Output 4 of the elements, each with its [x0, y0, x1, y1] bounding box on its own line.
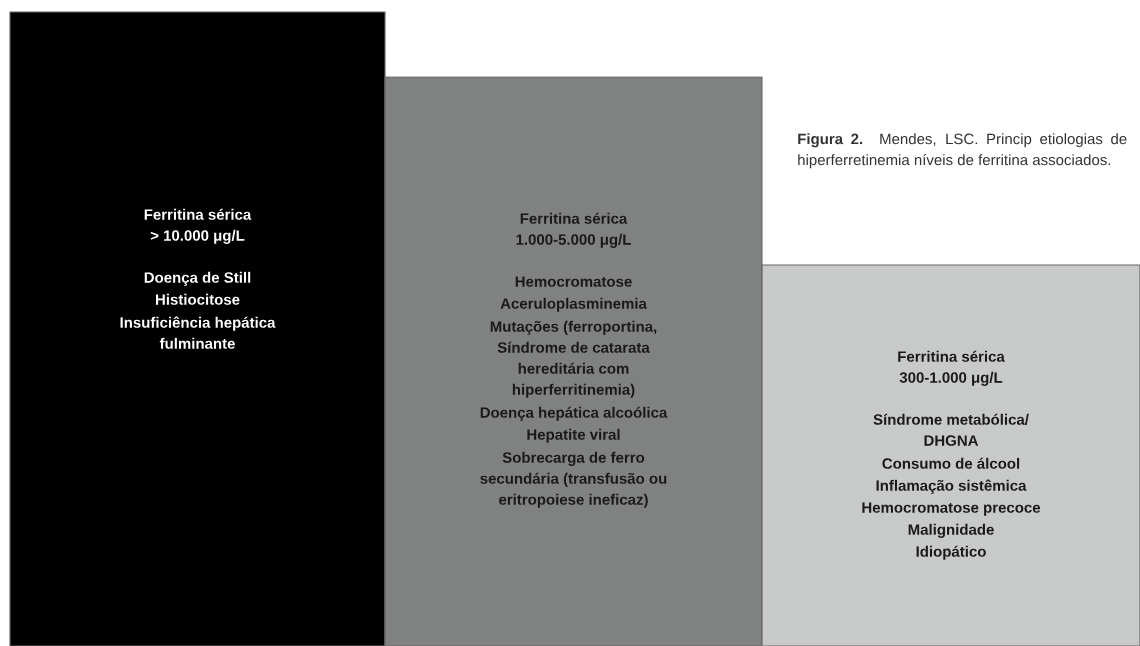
column-box: Ferritina sérica 300-1.000 μg/L Síndrome metabólica/ DHGNA Consumo de álcool Inflamação sistêmica Hemocromatose precoce Malignidade Idiopático [761, 264, 1140, 646]
column-box: Ferritina sérica > 10.000 μg/L Doença de Still Histiocitose Insuficiência hepática fulminante [9, 11, 386, 646]
caption: Figura 2. Mendes, LSC. Princip etiologias de hiperferretinemia níveis de ferritina associados. [798, 133, 1127, 169]
column-box: Ferritina sérica 1.000-5.000 μg/L Hemocromatose Aceruloplasminemia Mutações (ferroportina, Síndrome de catarata hereditária com hiperferritinemia) Doença hepática alcoólica Hepatite viral Sobrecarga de ferro secundária (transfusão ou eritropoiese ineficaz) [384, 76, 763, 646]
